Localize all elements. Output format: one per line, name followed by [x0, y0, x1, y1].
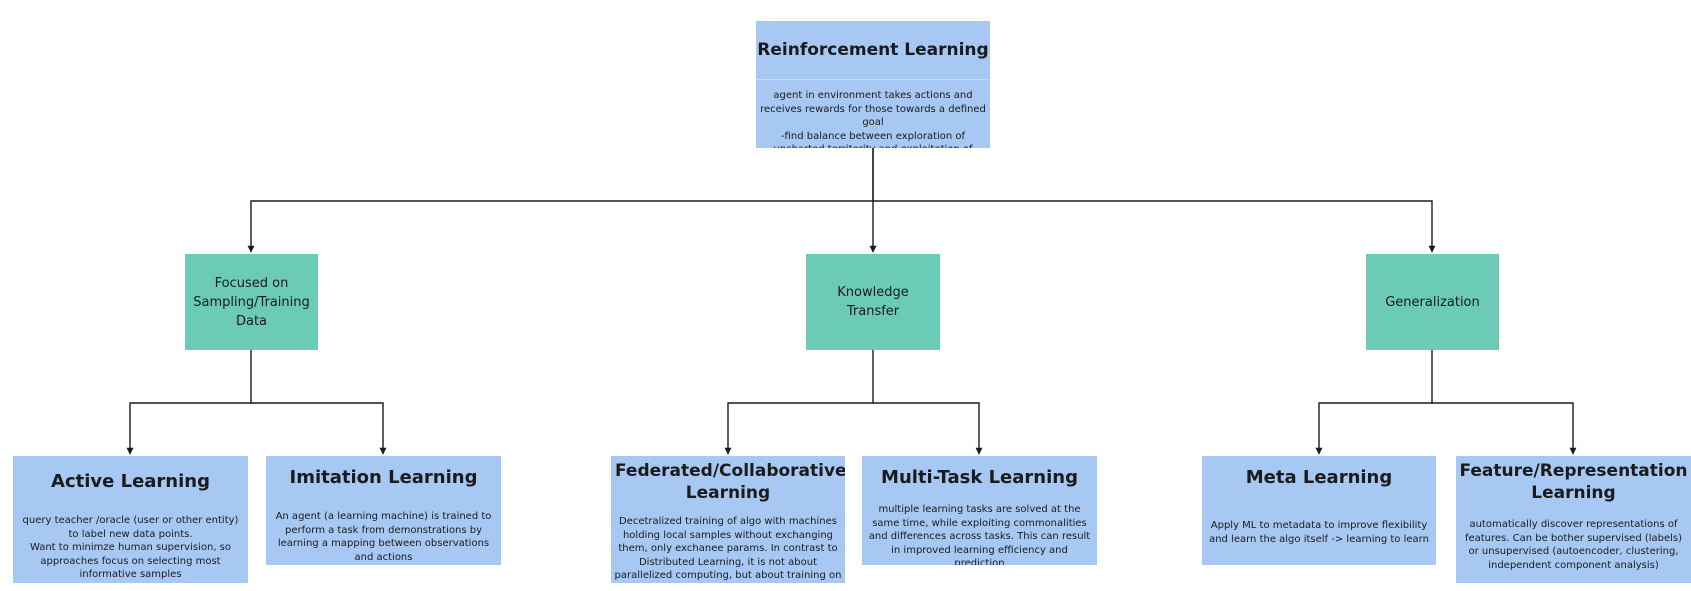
leaf-federated-learning: Federated/Collaborative Learning Decetra…: [611, 456, 845, 583]
edge-root-to-sampling: [247, 148, 874, 253]
leaf-description: query teacher /oracle (user or other ent…: [22, 515, 239, 580]
edge-transfer-to-federated: [724, 350, 874, 455]
category-label: Generalization: [1385, 294, 1480, 310]
leaf-title: Federated/Collaborative Learning: [615, 461, 845, 504]
edge-sampling-to-active: [126, 350, 252, 455]
leaf-imitation-learning: Imitation Learning An agent (a learning …: [266, 456, 501, 565]
root-node: Reinforcement Learning agent in environm…: [756, 21, 990, 148]
edge-generalization-to-meta: [1315, 350, 1433, 455]
leaf-description: automatically discover representations o…: [1464, 519, 1683, 571]
leaf-description: An agent (a learning machine) is trained…: [275, 511, 492, 563]
leaf-title: Multi-Task Learning: [881, 467, 1078, 488]
category-sampling: Focused on Sampling/Training Data: [185, 254, 318, 350]
root-description: agent in environment takes actions and r…: [760, 90, 986, 148]
leaf-description: multiple learning tasks are solved at th…: [868, 504, 1091, 565]
edge-root-to-generalization: [873, 200, 1436, 253]
leaf-meta-learning: Meta Learning Apply ML to metadata to im…: [1202, 456, 1436, 565]
leaf-description: Decetralized training of algo with machi…: [614, 516, 842, 581]
category-label: Knowledge Transfer: [837, 285, 909, 319]
category-generalization: Generalization: [1366, 254, 1499, 350]
category-label: Focused on Sampling/Training Data: [193, 275, 310, 329]
leaf-description: Apply ML to metadata to improve flexibil…: [1209, 520, 1429, 545]
leaf-title: Active Learning: [51, 471, 210, 492]
leaf-active-learning: Active Learning query teacher /oracle (u…: [13, 456, 248, 583]
leaf-title: Feature/Representation Learning: [1459, 461, 1688, 504]
leaf-multitask-learning: Multi-Task Learning multiple learning ta…: [862, 456, 1097, 565]
edge-generalization-to-feature: [1432, 402, 1577, 455]
root-title: Reinforcement Learning: [756, 21, 990, 80]
leaf-title: Meta Learning: [1245, 467, 1393, 488]
category-knowledge-transfer: Knowledge Transfer: [806, 254, 940, 350]
leaf-feature-representation-learning: Feature/Representation Learning automati…: [1456, 456, 1691, 583]
edge-sampling-to-imitation: [251, 402, 387, 455]
edge-transfer-to-multitask: [873, 402, 983, 455]
leaf-title: Imitation Learning: [289, 467, 478, 488]
